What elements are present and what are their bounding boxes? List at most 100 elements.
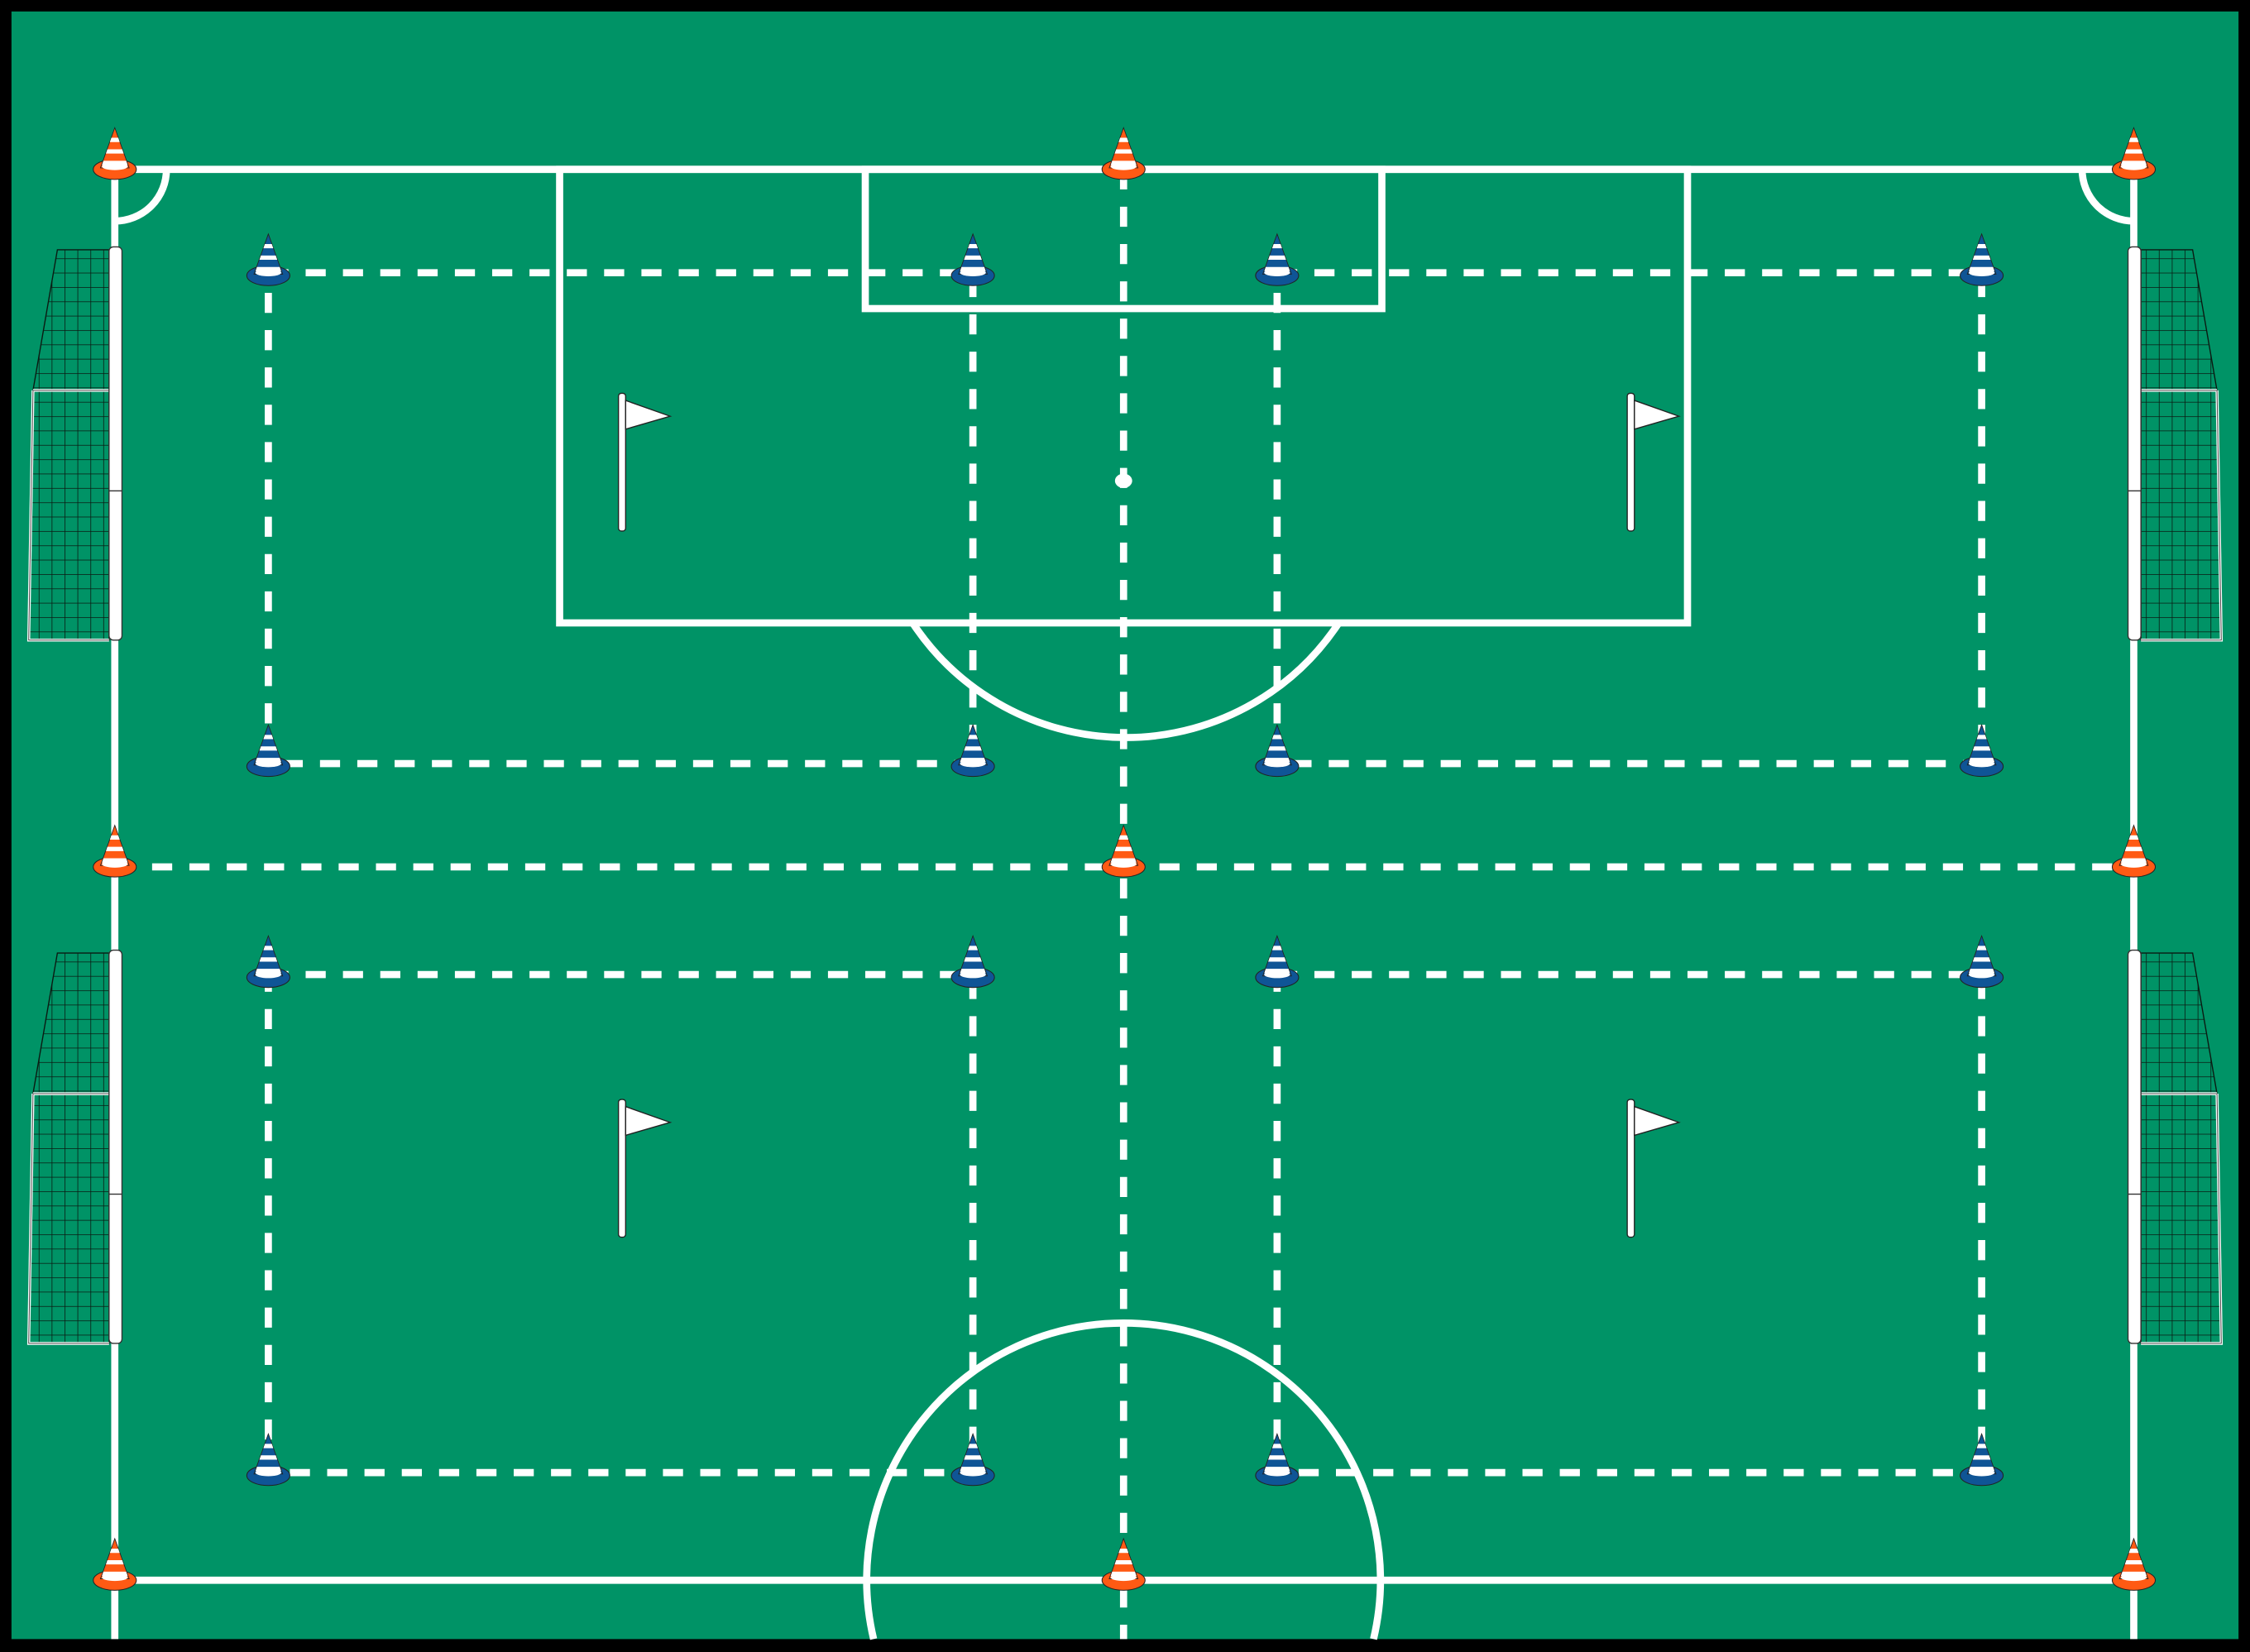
flag-pennant [1634, 1105, 1681, 1137]
cone-stripe [259, 1455, 278, 1460]
blue-cone-icon [1255, 1432, 1300, 1487]
blue-cone-icon [1960, 232, 2004, 286]
blue-cone-icon [1960, 1432, 2004, 1487]
center-circle [863, 1319, 1385, 1640]
cone-base-stripe [102, 1573, 128, 1582]
orange-cone-icon [1101, 1537, 1146, 1591]
blue-cone-icon [1255, 934, 1300, 989]
orange-cone-icon [93, 824, 137, 878]
grid-top-left [265, 269, 977, 768]
blue-cone-icon [246, 232, 290, 286]
orange-cone-icon [93, 1537, 137, 1591]
cone-stripe [968, 735, 979, 740]
blue-cone-icon [950, 1432, 995, 1487]
cone-base-stripe [255, 759, 281, 768]
cone-stripe [968, 1444, 979, 1448]
cone-stripe [1271, 735, 1282, 740]
cone-stripe [109, 137, 120, 142]
cone-stripe [968, 946, 979, 950]
cone-base-stripe [2120, 1573, 2147, 1582]
cone-stripe [1972, 957, 1991, 962]
cone-base-stripe [2120, 860, 2147, 868]
cone-stripe [1118, 1549, 1129, 1554]
flag-pole [617, 392, 627, 532]
orange-cone-icon [2111, 1537, 2157, 1591]
cone-stripe [1972, 255, 1991, 261]
cone-stripe [259, 957, 278, 962]
flag-icon [617, 1099, 673, 1238]
cone-base-stripe [960, 1468, 986, 1477]
blue-cone-icon [1960, 723, 2004, 778]
goal-right-top [2127, 246, 2224, 642]
cone-stripe [2128, 835, 2139, 840]
corner-arc-left [114, 169, 170, 225]
cone-base-stripe [1110, 860, 1137, 868]
cone-base-stripe [255, 1468, 281, 1477]
cone-stripe [964, 957, 982, 962]
blue-cone-icon [950, 934, 995, 989]
cone-stripe [2124, 149, 2143, 154]
blue-cone-icon [246, 934, 290, 989]
goal-left-top [26, 246, 123, 642]
cone-base-stripe [1264, 1468, 1290, 1477]
cone-base-stripe [1264, 759, 1290, 768]
blue-cone-icon [246, 1432, 290, 1487]
cone-stripe [1268, 1455, 1286, 1460]
flag-icon [617, 392, 673, 532]
orange-cone-icon [2111, 127, 2157, 180]
cone-stripe [964, 255, 982, 261]
blue-cone-icon [1255, 723, 1300, 778]
cone-stripe [263, 243, 274, 249]
cone-stripe [1268, 255, 1286, 261]
cone-base-stripe [1969, 269, 1995, 276]
cone-base-stripe [1264, 269, 1290, 276]
penalty-spot [1114, 473, 1132, 488]
cone-stripe [1271, 1444, 1282, 1448]
cone-base-stripe [1110, 1573, 1137, 1582]
blue-cone-icon [246, 723, 290, 778]
orange-cone-icon [1101, 824, 1146, 878]
goal-post [2127, 949, 2142, 1344]
blue-cone-icon [950, 723, 995, 778]
cone-stripe [1976, 1444, 1987, 1448]
grid-bottom-right [1273, 970, 1985, 1477]
cone-stripe [2124, 1559, 2143, 1565]
cone-stripe [968, 243, 979, 249]
cone-stripe [1976, 735, 1987, 740]
goal-post [108, 949, 123, 1344]
goal-post [2127, 246, 2142, 641]
cone-base-stripe [1969, 1468, 1995, 1477]
corner-arc-right [2078, 169, 2134, 225]
cone-stripe [2128, 137, 2139, 142]
blue-cone-icon [1255, 232, 1300, 286]
cone-stripe [263, 735, 274, 740]
cone-stripe [109, 835, 120, 840]
cone-base-stripe [960, 970, 986, 979]
goal-crossbar-outline [2141, 1093, 2222, 1344]
blue-cone-icon [1960, 934, 2004, 989]
cone-stripe [1114, 846, 1133, 851]
flag-pennant [625, 1105, 673, 1137]
cone-stripe [1268, 957, 1286, 962]
flag-pole [1626, 392, 1635, 532]
cone-stripe [1271, 946, 1282, 950]
cone-stripe [964, 746, 982, 751]
cone-stripe [1976, 946, 1987, 950]
cone-stripe [1114, 149, 1133, 154]
cone-base-stripe [255, 970, 281, 979]
flag-icon [1626, 1099, 1681, 1238]
grid-top-right [1273, 269, 1985, 768]
flag-pennant [625, 400, 673, 430]
grid-bottom-left [265, 970, 977, 1477]
cone-stripe [106, 846, 124, 851]
cone-stripe [259, 255, 278, 261]
cone-stripe [106, 149, 124, 154]
cone-stripe [1118, 137, 1129, 142]
blue-cone-icon [950, 232, 995, 286]
cone-stripe [109, 1549, 120, 1554]
cone-base-stripe [255, 269, 281, 276]
cone-stripe [1268, 746, 1286, 751]
cone-stripe [1118, 835, 1129, 840]
goal-crossbar-outline [2141, 390, 2222, 641]
